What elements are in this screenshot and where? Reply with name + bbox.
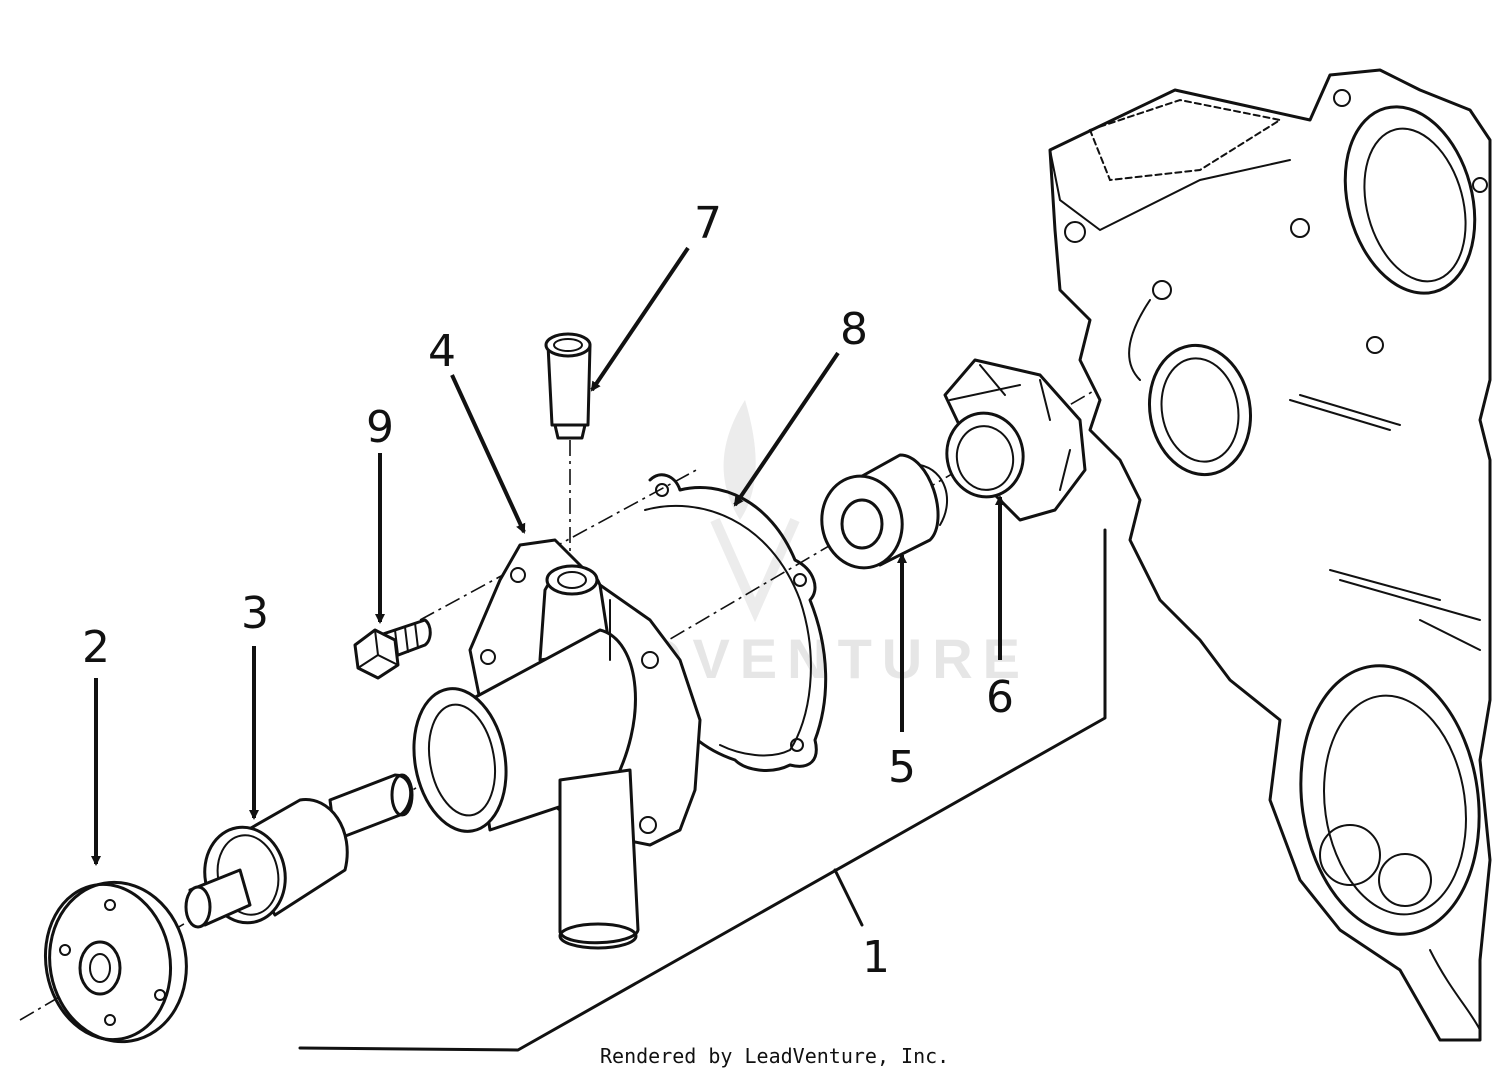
part-8-gasket (644, 473, 828, 772)
assembly-bracket-tick (833, 868, 864, 927)
callout-1: 1 (862, 932, 890, 983)
part-2-pulley-flange (43, 880, 188, 1044)
callout-4: 4 (428, 326, 456, 377)
part-7-fitting (544, 332, 592, 440)
watermark-logo (710, 400, 800, 623)
callout-7: 7 (694, 198, 722, 249)
callout-5: 5 (888, 742, 916, 793)
callout-8: 8 (840, 304, 868, 355)
part-5-seal (820, 453, 949, 570)
callout-3: 3 (241, 588, 269, 639)
assembly-bracket (298, 528, 1107, 1052)
engine-block (1048, 68, 1492, 1042)
render-credit: Rendered by LeadVenture, Inc. (600, 1044, 949, 1068)
part-4-pump-housing (412, 538, 702, 950)
part-3-shaft-bearing (184, 773, 414, 929)
callout-9: 9 (366, 402, 394, 453)
callout-2: 2 (82, 622, 110, 673)
part-6-impeller (943, 358, 1087, 522)
callout-6: 6 (986, 672, 1014, 723)
callout-leaders (91, 246, 1005, 866)
part-9-bolt (353, 618, 432, 680)
